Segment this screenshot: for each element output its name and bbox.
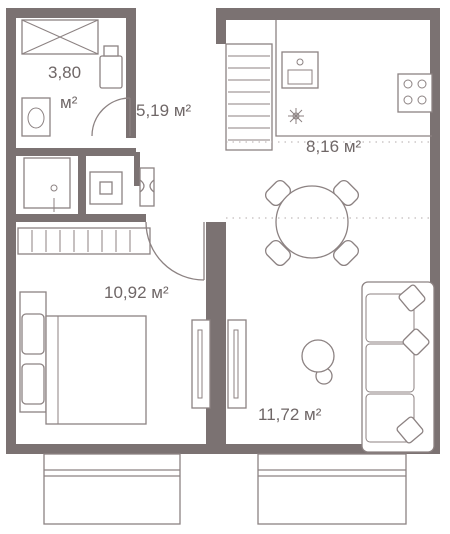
room-area-kitchen: 8,16 м²: [306, 137, 362, 156]
snowflake-icon: [288, 108, 304, 124]
zone-boundaries: [226, 141, 430, 219]
coffee-table: [301, 339, 335, 385]
dining-table: [264, 179, 360, 267]
bathroom-fixtures: [21, 19, 131, 212]
room-unit-bathroom: м²: [60, 93, 78, 112]
bed: [19, 291, 147, 425]
kitchen-counter: [275, 20, 433, 137]
outer-walls: [6, 8, 440, 454]
doors: [145, 221, 205, 281]
interior-walls: [16, 148, 146, 222]
room-area-bedroom: 10,92 м²: [104, 283, 169, 302]
tv-unit: [191, 319, 247, 409]
room-area-hallway: 5,19 м²: [136, 101, 192, 120]
wardrobes: [17, 43, 273, 255]
windows: [43, 453, 407, 525]
sofa: [361, 281, 435, 453]
room-area-bathroom: 3,80: [48, 63, 81, 82]
room-area-living-room: 11,72 м²: [258, 405, 322, 424]
